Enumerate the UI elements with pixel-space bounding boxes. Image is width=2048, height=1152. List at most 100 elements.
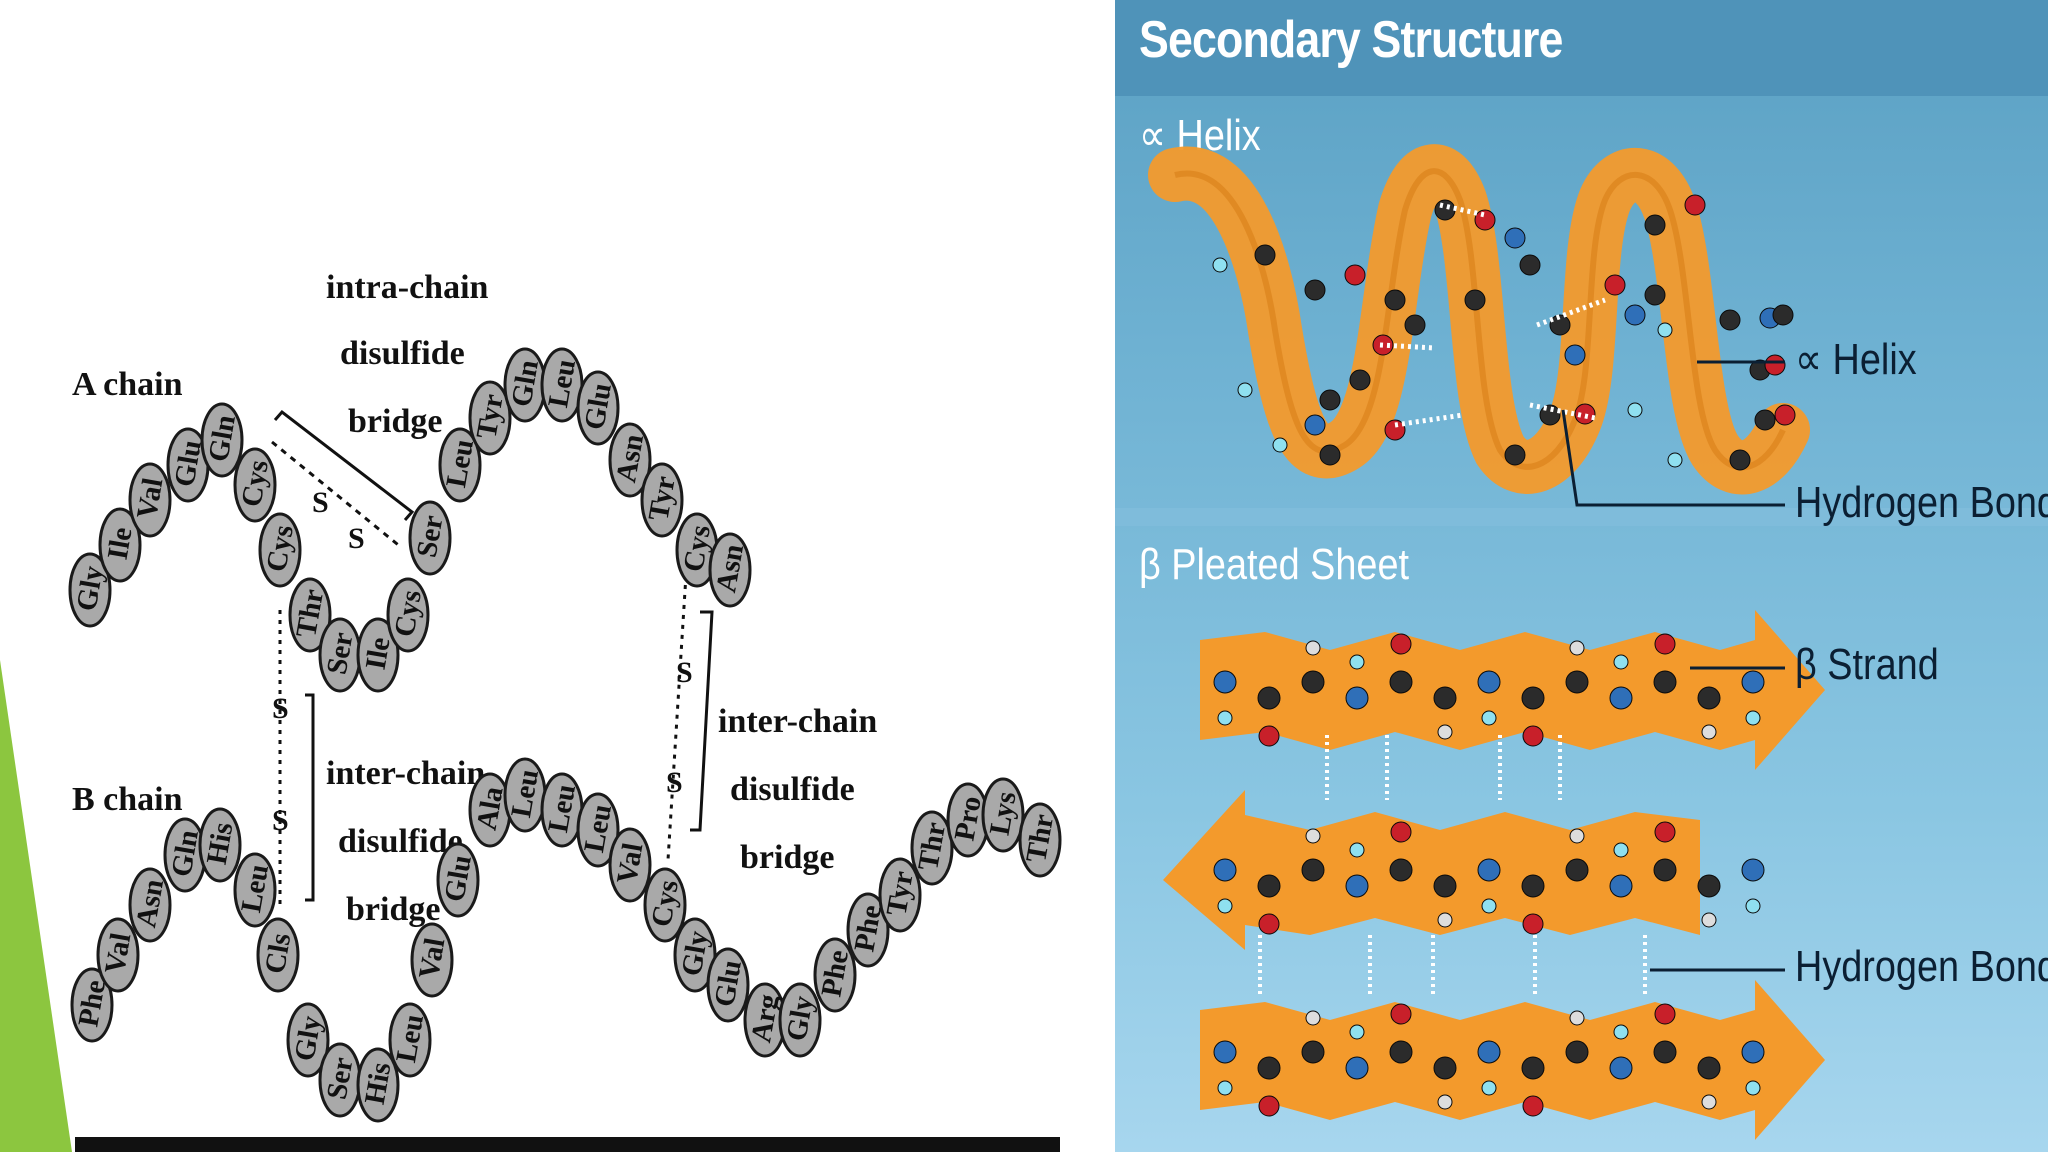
svg-text:inter-chain: inter-chain bbox=[326, 755, 485, 792]
helix-atom-h bbox=[1272, 437, 1288, 453]
b-chain-residue-label: Cys bbox=[645, 878, 685, 930]
helix-atom-o bbox=[1604, 274, 1626, 296]
sheet-atom-c bbox=[1521, 686, 1545, 710]
b-chain-residue-label: Gly bbox=[288, 1013, 327, 1063]
sheet-atom-c bbox=[1257, 1056, 1281, 1080]
sheet-atom-o bbox=[1258, 913, 1280, 935]
helix-atom-c bbox=[1434, 199, 1456, 221]
helix-atom-o bbox=[1684, 194, 1706, 216]
helix-atom-c bbox=[1254, 244, 1276, 266]
sheet-atom-n bbox=[1741, 1040, 1765, 1064]
b-chain-residue: His bbox=[198, 807, 242, 883]
sheet-atom-o bbox=[1258, 725, 1280, 747]
a-chain-residue: Ile bbox=[356, 617, 400, 693]
sheet-atom-c bbox=[1565, 858, 1589, 882]
a-chain-residue: Cys bbox=[233, 447, 277, 523]
sheet-atom-c bbox=[1301, 670, 1325, 694]
sheet-atom-n bbox=[1741, 858, 1765, 882]
a-chain-residue: Tyr bbox=[468, 380, 512, 456]
sheet-atom-c bbox=[1389, 858, 1413, 882]
svg-text:S: S bbox=[272, 692, 289, 725]
b-chain-residue-label: Val bbox=[413, 936, 452, 982]
sheet-atom-n bbox=[1345, 874, 1369, 898]
callout-lines bbox=[1561, 360, 1785, 972]
a-chain-residue: Thr bbox=[288, 577, 332, 653]
b-chain-residue-label: Pro bbox=[949, 794, 988, 843]
b-chain-residue: Gly bbox=[673, 917, 717, 993]
sheet-atom-h bbox=[1437, 1094, 1453, 1110]
a-chain-residue-label: Ile bbox=[102, 525, 139, 562]
sheet-atom-n bbox=[1213, 670, 1237, 694]
secondary-structure-illustration bbox=[1148, 144, 1825, 1140]
helix-atom-n bbox=[1304, 414, 1326, 436]
helix-atom-o bbox=[1764, 354, 1786, 376]
sheet-atom-c bbox=[1697, 874, 1721, 898]
a-chain-residue: Glu bbox=[576, 370, 620, 446]
b-chain-residue: Gly bbox=[778, 982, 822, 1058]
a-chain-residue: Leu bbox=[438, 427, 482, 503]
alpha-helix-atoms bbox=[1212, 194, 1796, 471]
helix-atom-c bbox=[1464, 289, 1486, 311]
insulin-structure-diagram: A chain B chain intra-chain disulfide br… bbox=[68, 269, 1062, 1123]
b-chain-residue: Phe bbox=[70, 967, 114, 1043]
sheet-atom-c bbox=[1521, 874, 1545, 898]
a-chain-residue: Glu bbox=[166, 427, 210, 503]
sheet-atom-o bbox=[1390, 1003, 1412, 1025]
b-chain-residue: Glu bbox=[436, 842, 480, 918]
b-chain-residue-label: Val bbox=[99, 931, 138, 977]
a-chain-residue: Cys bbox=[675, 512, 719, 588]
helix-atom-n bbox=[1564, 344, 1586, 366]
a-chain-residue: Ser bbox=[408, 500, 452, 576]
a-chain-residue-label: Cys bbox=[260, 523, 300, 575]
sheet-atom-n bbox=[1213, 858, 1237, 882]
b-chain-residue: Val bbox=[410, 922, 454, 998]
helix-atom-h bbox=[1657, 322, 1673, 338]
b-chain-residue-label: Glu bbox=[438, 853, 478, 905]
sheet-atom-h bbox=[1745, 898, 1761, 914]
sheet-atom-c bbox=[1697, 686, 1721, 710]
helix-atom-c bbox=[1519, 254, 1541, 276]
sheet-atom-h bbox=[1613, 654, 1629, 670]
svg-text:S: S bbox=[272, 804, 289, 837]
title-band bbox=[1115, 0, 2048, 96]
helix-atom-h bbox=[1627, 402, 1643, 418]
helix-atom-o bbox=[1344, 264, 1366, 286]
sheet-atom-h bbox=[1305, 640, 1321, 656]
b-chain-residue: Cls bbox=[256, 917, 300, 993]
sheet-atom-h bbox=[1569, 828, 1585, 844]
sheet-atom-h bbox=[1701, 724, 1717, 740]
b-chain-residue: Val bbox=[96, 917, 140, 993]
helix-atom-c bbox=[1719, 309, 1741, 331]
a-chain-residue: Tyr bbox=[640, 462, 684, 538]
sheet-atom-o bbox=[1654, 1003, 1676, 1025]
alpha-helix-ribbon bbox=[1148, 144, 1810, 495]
sheet-atom-c bbox=[1653, 670, 1677, 694]
a-chain-residue-label: Tyr bbox=[643, 474, 682, 524]
helix-atom-c bbox=[1644, 214, 1666, 236]
a-chain-residue: Gln bbox=[200, 402, 244, 478]
svg-text:bridge: bridge bbox=[348, 403, 442, 440]
b-chain-residue-label: Tyr bbox=[881, 869, 920, 919]
b-chain-residue-label: Glu bbox=[708, 958, 748, 1010]
a-chain-residue: Val bbox=[128, 462, 172, 538]
sheet-atom-h bbox=[1481, 898, 1497, 914]
b-chain-residue: Gly bbox=[286, 1002, 330, 1078]
alpha-helix-hbonds bbox=[1379, 202, 1606, 428]
inter-chain-bridge-label-right: inter-chain disulfide bridge bbox=[718, 703, 877, 876]
sheet-atom-h bbox=[1217, 1080, 1233, 1096]
b-chain-residue: Tyr bbox=[878, 857, 922, 933]
section-divider bbox=[1115, 508, 2048, 526]
sheet-atom-h bbox=[1569, 1010, 1585, 1026]
svg-text:inter-chain: inter-chain bbox=[718, 703, 877, 740]
helix-atom-c bbox=[1729, 449, 1751, 471]
sheet-atom-h bbox=[1305, 1010, 1321, 1026]
sheet-atom-h bbox=[1217, 898, 1233, 914]
helix-atom-c bbox=[1754, 409, 1776, 431]
helix-atom-c bbox=[1319, 444, 1341, 466]
b-chain-residue: Glu bbox=[706, 947, 750, 1023]
helix-atom-c bbox=[1772, 304, 1794, 326]
b-chain-residue: Thr bbox=[1018, 802, 1062, 878]
svg-text:S: S bbox=[666, 766, 683, 799]
sheet-atom-c bbox=[1389, 1040, 1413, 1064]
a-chain-residue: Ser bbox=[318, 617, 362, 693]
